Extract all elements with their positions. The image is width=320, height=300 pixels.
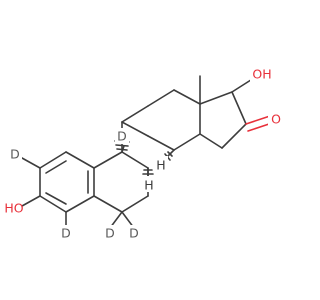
carbonyl-oxygen-label: O (271, 112, 281, 127)
carbonyl-bond-1 (245, 115, 271, 125)
deuterium-label-4: D (61, 226, 71, 241)
chemical-structure: D HO D D D D H H OH O (0, 66, 284, 241)
ring-a-aromatic (39, 151, 95, 213)
ring-d (199, 91, 247, 149)
hydrogen-label-8: H (144, 178, 153, 193)
deuterium-bond-2 (21, 157, 41, 169)
hydrogen-label-14: H (156, 158, 165, 173)
hydroxyl-bond-3 (21, 195, 41, 207)
deuterium-label-6b: D (129, 226, 139, 241)
hydroxyl-label-3: HO (4, 201, 23, 216)
ring-c (121, 89, 201, 153)
deuterium-label-2: D (10, 147, 20, 162)
deuterium-label-9: D (117, 129, 127, 144)
deuterium-label-6a: D (105, 226, 115, 241)
atom-labels: D HO D D D D H H OH O (0, 66, 284, 241)
hydroxyl-label-17: OH (252, 67, 271, 82)
ring-b (93, 151, 149, 213)
